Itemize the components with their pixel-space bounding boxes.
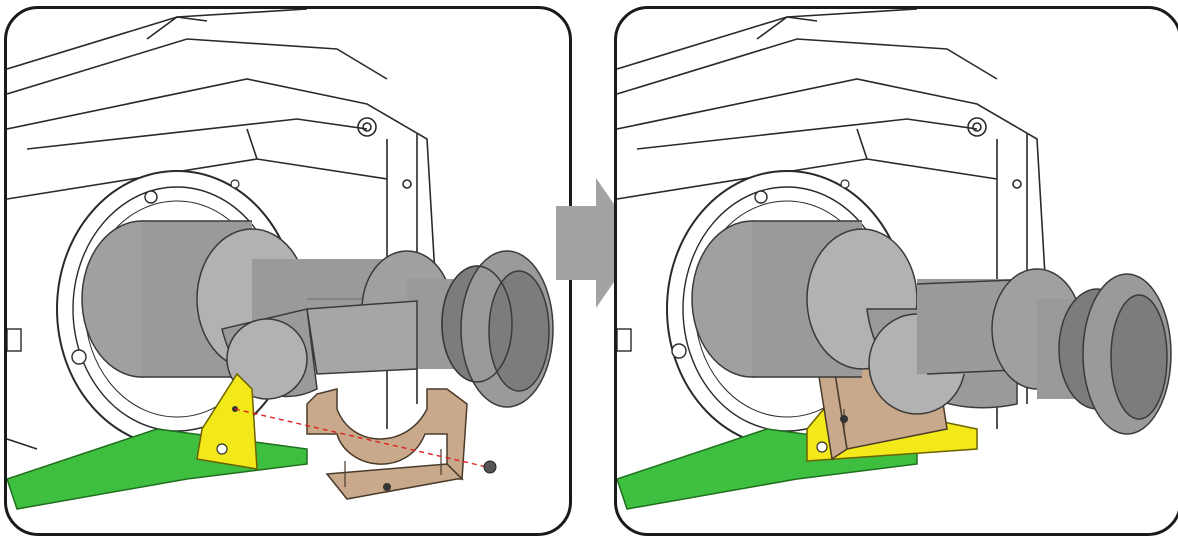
step-1-panel: [4, 6, 572, 536]
yellow-bracket-plate: [196, 372, 258, 470]
step-2-panel: [614, 6, 1178, 536]
screw: [483, 460, 497, 474]
lens: [691, 220, 1172, 435]
step-1-illustration: [7, 9, 554, 510]
lens-support-bracket: [306, 388, 468, 500]
projector-body: [7, 9, 438, 450]
base-plate: [7, 428, 308, 510]
step-2-illustration: [617, 9, 1172, 510]
lens: [81, 220, 554, 408]
right-arrow-icon: [556, 178, 641, 308]
screw-path-line: [234, 408, 488, 468]
